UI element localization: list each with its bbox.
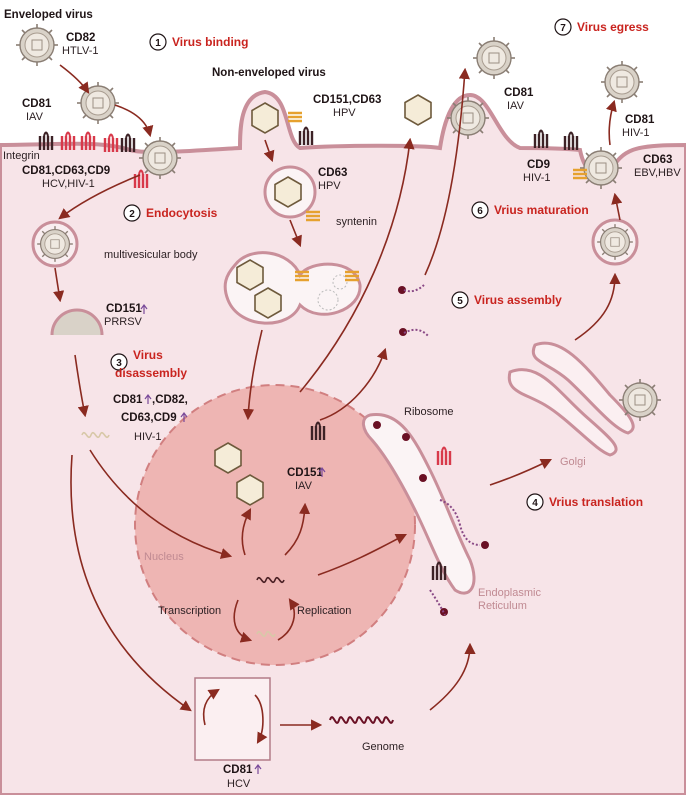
maturing-virus-icon: [579, 146, 623, 190]
step-7-label: Virus egress: [577, 20, 649, 34]
step-3-marker: 3 Virus disassembly: [110, 348, 187, 380]
hcv-hiv-label: HCV,HIV-1: [42, 178, 95, 190]
step-3-label-2: disassembly: [115, 366, 187, 380]
hiv-multi-label: HIV-1: [134, 431, 162, 443]
cd81-multi-label: CD81: [113, 394, 143, 406]
upregulation-icons: [140, 304, 326, 774]
step-5-number: 5: [457, 296, 463, 307]
cd151-prrsv-label: CD151: [106, 303, 142, 315]
hiv-egress-label: HIV-1: [622, 127, 650, 139]
htlv-label: HTLV-1: [62, 45, 98, 57]
step-6-label: Vrius maturation: [494, 203, 589, 217]
budding-virus-icon: [446, 96, 490, 140]
released-capsid-icon: [404, 94, 432, 126]
ribosome-label: Ribosome: [404, 406, 454, 418]
iav-egress-label: IAV: [507, 100, 525, 112]
prrsv-label: PRRSV: [104, 316, 143, 328]
hiv-cd9-label: HIV-1: [523, 172, 551, 184]
multivesicular-label: multivesicular body: [104, 249, 198, 261]
cd81-egress-label: CD81: [504, 87, 534, 99]
cd81-hcv-label: CD81,CD63,CD9: [22, 165, 110, 177]
step-5-label: Virus assembly: [474, 293, 562, 307]
er-label-1: Endoplasmic: [478, 587, 541, 599]
step-3-number: 3: [116, 358, 122, 369]
ribosomes: [373, 286, 489, 616]
cd82-label: CD82: [66, 32, 95, 44]
endoplasmic-reticulum: [362, 413, 476, 595]
mvb-fusion: [223, 251, 362, 325]
polypeptide-chains: [403, 284, 481, 616]
cd81-hcv-bottom-label: CD81: [223, 764, 253, 776]
ebv-hbv-label: EBV,HBV: [634, 167, 681, 179]
step-4-label: Vrius translation: [549, 495, 643, 509]
genome-label: Genome: [362, 741, 404, 753]
non-enveloped-capsid-icon: [251, 102, 279, 134]
step-1-number: 1: [155, 38, 161, 49]
virus-approaching-icon: [76, 81, 120, 125]
cd151-hpv-label: CD151,CD63: [313, 94, 381, 106]
step-1-marker: 1 Virus binding: [149, 33, 248, 51]
step-6-number: 6: [477, 206, 483, 217]
egress-virus-2-icon: [600, 60, 644, 104]
hpv-label: HPV: [333, 107, 356, 119]
cd63-hpv-label: CD63: [318, 167, 347, 179]
disassembling-virus-icon: [50, 308, 104, 336]
enveloped-virus-icon: [15, 23, 59, 67]
cd81-iav-label: CD81: [22, 98, 52, 110]
enveloped-virus-label: Enveloped virus: [4, 9, 93, 21]
pathway-arrows: [53, 64, 623, 744]
cd81-hiv-label: CD81: [625, 114, 655, 126]
step-1-label: Virus binding: [172, 35, 248, 49]
replication-label: Replication: [297, 605, 351, 617]
non-enveloped-virus-label: Non-enveloped virus: [212, 67, 326, 79]
cd82-multi-label: ,CD82,: [152, 394, 188, 406]
step-4-marker: 4 Vrius translation: [526, 493, 643, 511]
cd151-iav-label: CD151: [287, 467, 323, 479]
hpv-label-2: HPV: [318, 180, 341, 192]
step-2-label: Endocytosis: [146, 206, 218, 220]
syntenin-label: syntenin: [336, 216, 377, 228]
step-2-number: 2: [129, 209, 135, 220]
iav-label: IAV: [26, 111, 44, 123]
step-2-marker: 2 Endocytosis: [123, 204, 218, 222]
step-6-marker: 6 Vrius maturation: [471, 201, 589, 219]
cd63-cd9-label: CD63,CD9: [121, 412, 177, 424]
step-3-label: Virus: [133, 348, 163, 362]
iav-label-2: IAV: [295, 480, 313, 492]
endosome-icon: [33, 222, 77, 266]
nucleus: [134, 384, 416, 666]
step-5-marker: 5 Virus assembly: [451, 291, 562, 309]
golgi: [507, 341, 635, 457]
step-7-marker: 7 Virus egress: [554, 18, 649, 36]
hcv-replication-box: [194, 677, 271, 761]
virus-binding-icon: [138, 136, 182, 180]
er-label-2: Reticulum: [478, 600, 527, 612]
golgi-vesicle-icon: [593, 220, 637, 264]
nucleus-label: Nucleus: [144, 551, 184, 563]
egress-virus-icon: [472, 36, 516, 80]
cd9-label: CD9: [527, 159, 550, 171]
hpv-endosome: [263, 165, 317, 219]
cd63-ebv-label: CD63: [643, 154, 672, 166]
integrin-label: Integrin: [3, 150, 40, 162]
transcription-label: Transcription: [158, 605, 221, 617]
step-4-number: 4: [532, 498, 538, 509]
hcv-bottom-label: HCV: [227, 778, 251, 790]
step-7-number: 7: [560, 23, 566, 34]
golgi-virus-icon: [618, 378, 662, 422]
golgi-label: Golgi: [560, 456, 586, 468]
